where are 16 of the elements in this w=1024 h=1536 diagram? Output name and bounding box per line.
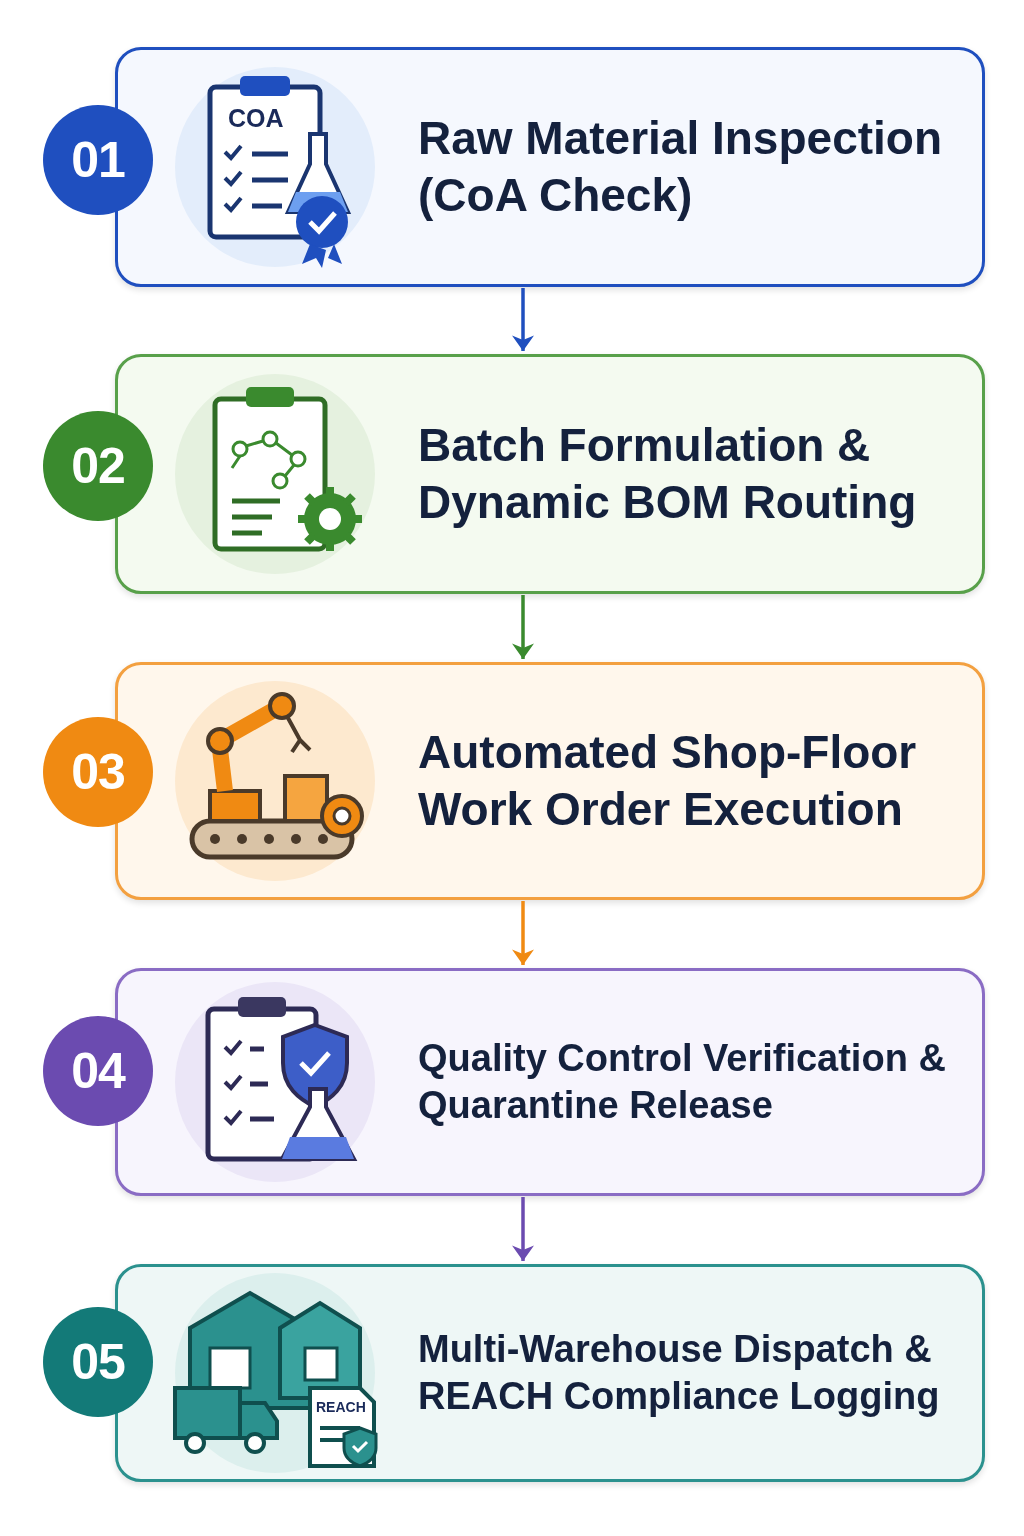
step-title: Multi-Warehouse Dispatch & REACH Compliance Logging	[418, 1326, 941, 1419]
step-number-badge: 03	[43, 717, 153, 827]
arrow	[512, 288, 534, 351]
step-number-badge: 02	[43, 411, 153, 521]
step-number-badge: 04	[43, 1016, 153, 1126]
arrow	[512, 901, 534, 965]
icon-caption: COA	[228, 104, 284, 133]
step-number-badge: 05	[43, 1307, 153, 1417]
icon-caption: REACH	[316, 1399, 366, 1415]
step-number-badge: 01	[43, 105, 153, 215]
step-title: Batch Formulation & Dynamic BOM Routing	[418, 417, 918, 530]
arrow	[512, 1197, 534, 1261]
step-title: Raw Material Inspection (CoA Check)	[418, 110, 943, 223]
step-title: Quality Control Verification & Quarantine Release	[418, 1035, 947, 1128]
arrow	[512, 595, 534, 659]
step-title: Automated Shop-Floor Work Order Execution	[418, 724, 918, 837]
